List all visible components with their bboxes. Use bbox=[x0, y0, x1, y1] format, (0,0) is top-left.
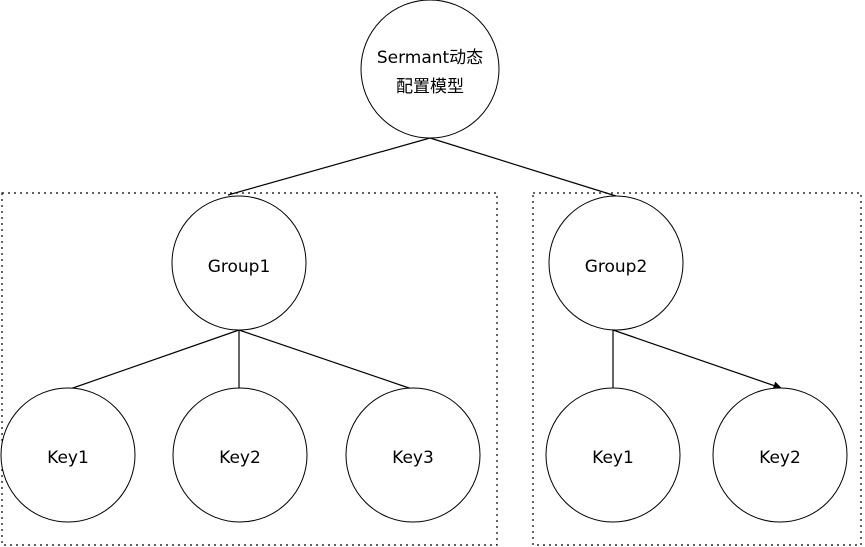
group2-key2-label: Key2 bbox=[759, 448, 801, 468]
edge-group2-key2-arrow bbox=[612, 329, 782, 390]
edge-group1-key1 bbox=[69, 329, 240, 390]
edge-root-group2 bbox=[429, 137, 617, 197]
group1-key2-label: Key2 bbox=[219, 448, 261, 468]
group1-key1-node: Key1 bbox=[0, 387, 136, 523]
group1-key2-node: Key2 bbox=[172, 387, 308, 523]
root-node-label-line2: 配置模型 bbox=[396, 77, 464, 97]
group2-node: Group2 bbox=[548, 195, 684, 331]
root-node: Sermant动态 配置模型 bbox=[360, 0, 500, 139]
group2-key1-label: Key1 bbox=[592, 448, 634, 468]
group2-container bbox=[532, 192, 862, 546]
group2-key1-node: Key1 bbox=[545, 387, 681, 523]
group2-node-label: Group2 bbox=[585, 257, 648, 277]
edge-root-group1 bbox=[227, 137, 431, 196]
edge-group1-key3 bbox=[238, 329, 413, 390]
group1-key3-node: Key3 bbox=[345, 387, 481, 523]
group1-key1-label: Key1 bbox=[47, 448, 89, 468]
group1-key3-label: Key3 bbox=[392, 448, 434, 468]
group1-node: Group1 bbox=[171, 195, 307, 331]
group1-container bbox=[1, 192, 498, 546]
group2-key2-node: Key2 bbox=[712, 387, 848, 523]
root-node-label-line1: Sermant动态 bbox=[377, 48, 483, 68]
group1-node-label: Group1 bbox=[208, 257, 271, 277]
